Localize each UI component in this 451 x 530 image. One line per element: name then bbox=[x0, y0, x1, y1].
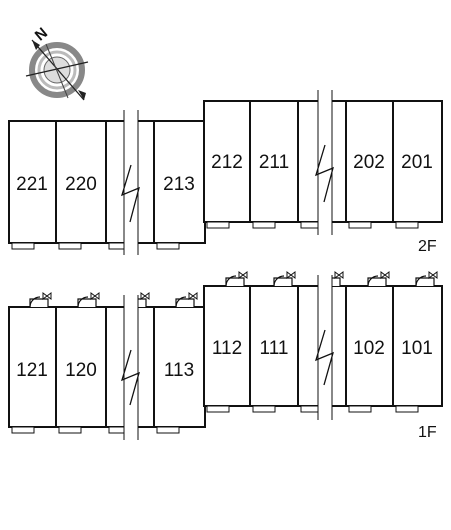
unit-label: 211 bbox=[259, 152, 289, 173]
unit-label: 213 bbox=[163, 174, 195, 195]
unit-label: 221 bbox=[16, 174, 48, 195]
unit-labels-2f: 221 220 213 212 211 202 201 bbox=[16, 152, 433, 195]
unit-label: 111 bbox=[260, 338, 289, 359]
floor-label-2f: 2F bbox=[418, 238, 437, 255]
floor-label-1f: 1F bbox=[418, 424, 437, 441]
balconies-2f bbox=[11, 221, 419, 250]
balconies-1f bbox=[11, 405, 419, 434]
break-marks-2f bbox=[120, 90, 334, 255]
unit-label: 112 bbox=[212, 338, 242, 359]
unit-label: 101 bbox=[401, 338, 433, 359]
compass-north-label: N bbox=[32, 24, 51, 44]
break-marks-1f bbox=[120, 275, 334, 440]
unit-label: 212 bbox=[211, 152, 243, 173]
meter-icons-1f bbox=[42, 271, 438, 300]
unit-label: 121 bbox=[16, 360, 48, 381]
unit-label: 201 bbox=[401, 152, 433, 173]
unit-label: 102 bbox=[353, 338, 385, 359]
unit-label: 220 bbox=[65, 174, 97, 195]
unit-labels-1f: 121 120 113 112 111 102 101 bbox=[16, 338, 433, 381]
unit-label: 113 bbox=[164, 360, 194, 381]
unit-label: 120 bbox=[65, 360, 97, 381]
unit-label: 202 bbox=[353, 152, 385, 173]
compass-rose-icon: N bbox=[25, 24, 89, 101]
